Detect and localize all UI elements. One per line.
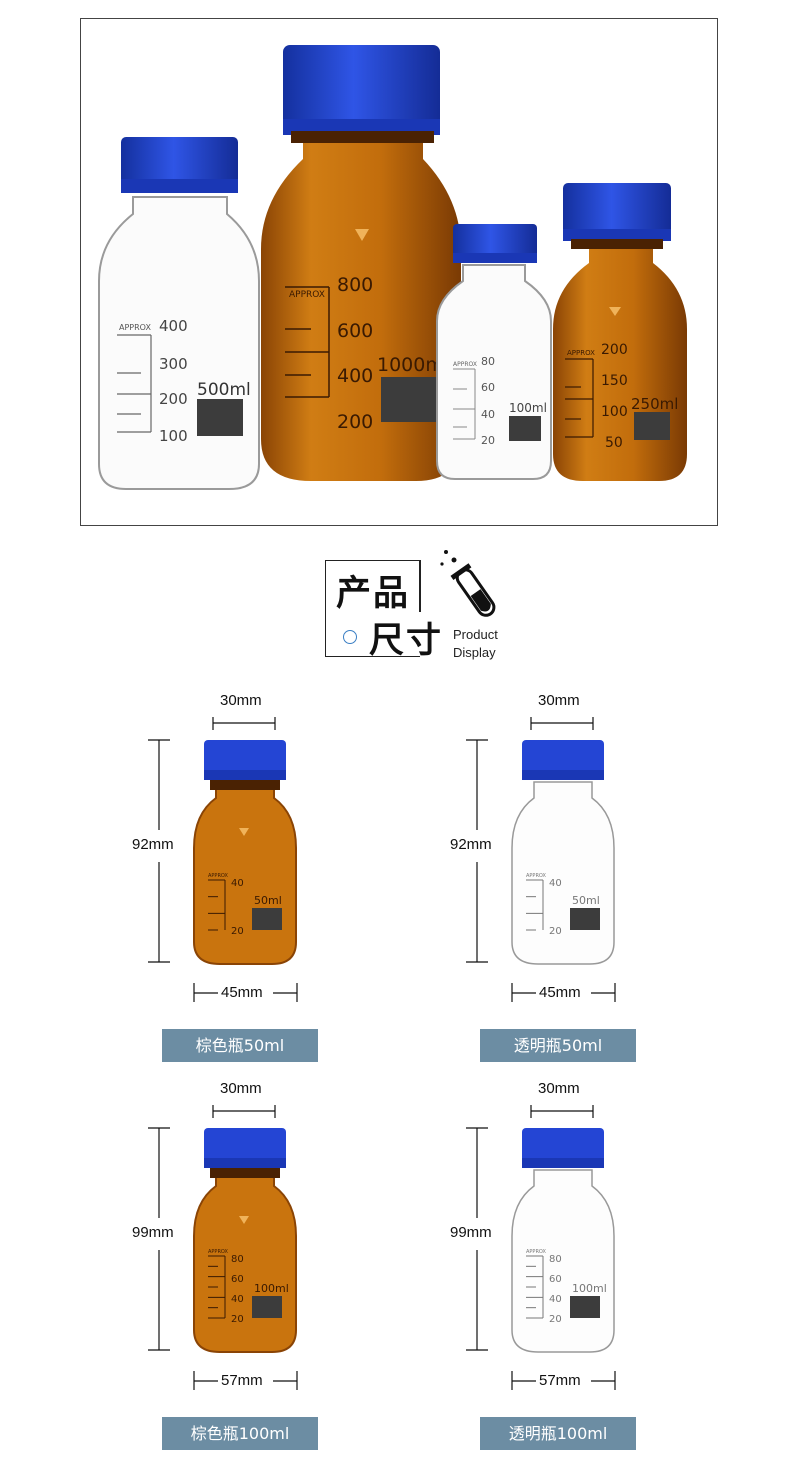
approx-text: APPROX — [526, 1249, 547, 1255]
svg-text:200: 200 — [337, 411, 373, 433]
svg-text:500ml: 500ml — [197, 380, 251, 400]
graduation-label: 20 — [549, 1314, 562, 1325]
body-width-label: 45mm — [539, 984, 581, 1001]
volume-text: 50ml — [572, 894, 600, 907]
svg-text:100ml: 100ml — [509, 401, 547, 415]
graduation-label: 20 — [231, 1314, 244, 1325]
svg-text:APPROX: APPROX — [567, 349, 595, 357]
body-width-label: 57mm — [539, 1372, 581, 1389]
svg-text:40: 40 — [481, 408, 495, 421]
section-heading: 产品 尺寸 Product Display — [322, 546, 522, 666]
dimension-lines — [466, 717, 616, 1002]
dimension-lines — [466, 1105, 616, 1390]
dimension-lines — [148, 717, 298, 1002]
product-label: 棕色瓶100ml — [162, 1417, 318, 1450]
approx-text: APPROX — [208, 1249, 229, 1255]
approx-text: APPROX — [208, 873, 229, 879]
bottle-1000ml-amber: APPROX 800 600 400 200 1000ml — [261, 45, 461, 481]
heading-title-line2: 尺寸 — [369, 621, 444, 661]
circle-icon — [343, 630, 357, 644]
cap-width-label: 30mm — [220, 1080, 262, 1097]
svg-text:100: 100 — [159, 427, 188, 445]
hero-bottles: APPROX 400 300 200 100 500ml APPROX 800 … — [98, 45, 687, 490]
heading-title-line1: 产品 — [336, 574, 411, 614]
test-tube-icon — [440, 550, 496, 617]
svg-text:800: 800 — [337, 274, 373, 296]
graduation-label: 40 — [549, 878, 562, 889]
graduation-label: 40 — [549, 1294, 562, 1305]
product-label: 透明瓶100ml — [480, 1417, 636, 1450]
hero-image: APPROX 400 300 200 100 500ml APPROX 800 … — [80, 18, 718, 526]
heading-frame-divider — [419, 560, 421, 612]
svg-text:400: 400 — [337, 365, 373, 387]
body-width-label: 57mm — [221, 1372, 263, 1389]
graduation-label: 40 — [231, 1294, 244, 1305]
heading-en-line1: Product — [453, 627, 498, 642]
bottle-250ml-amber: APPROX 200 150 100 50 250ml — [553, 183, 687, 481]
volume-text: 50ml — [254, 894, 282, 907]
bottle-500ml-clear: APPROX 400 300 200 100 500ml — [98, 137, 260, 490]
svg-text:60: 60 — [481, 381, 495, 394]
heading-english: Product Display — [453, 626, 498, 662]
svg-text:APPROX: APPROX — [453, 361, 477, 368]
svg-text:300: 300 — [159, 355, 188, 373]
graduation-label: 20 — [231, 926, 244, 937]
heading-en-line2: Display — [453, 645, 496, 660]
svg-text:200: 200 — [601, 342, 628, 358]
graduation-label: 80 — [231, 1254, 244, 1265]
graduation-label: 60 — [231, 1274, 244, 1285]
svg-text:20: 20 — [481, 434, 495, 447]
svg-text:80: 80 — [481, 355, 495, 368]
svg-text:APPROX: APPROX — [119, 323, 151, 332]
cap-width-label: 30mm — [538, 692, 580, 709]
svg-text:200: 200 — [159, 390, 188, 408]
graduation-label: 40 — [231, 878, 244, 889]
svg-text:600: 600 — [337, 320, 373, 342]
svg-text:1000ml: 1000ml — [377, 354, 449, 376]
svg-text:400: 400 — [159, 317, 188, 335]
height-label: 99mm — [450, 1224, 492, 1241]
cap-width-label: 30mm — [220, 692, 262, 709]
svg-text:APPROX: APPROX — [289, 290, 325, 300]
svg-text:100: 100 — [601, 404, 628, 420]
dimension-lines — [148, 1105, 298, 1390]
heading-frame — [325, 560, 420, 657]
volume-text: 100ml — [572, 1282, 607, 1295]
body-width-label: 45mm — [221, 984, 263, 1001]
cap-width-label: 30mm — [538, 1080, 580, 1097]
graduation-label: 60 — [549, 1274, 562, 1285]
height-label: 92mm — [132, 836, 174, 853]
volume-text: 100ml — [254, 1282, 289, 1295]
product-label: 透明瓶50ml — [480, 1029, 636, 1062]
svg-text:150: 150 — [601, 373, 628, 389]
approx-text: APPROX — [526, 873, 547, 879]
bottle-100ml-clear: APPROX 80 60 40 20 100ml — [436, 224, 552, 480]
height-label: 92mm — [450, 836, 492, 853]
height-label: 99mm — [132, 1224, 174, 1241]
graduation-label: 20 — [549, 926, 562, 937]
svg-text:50: 50 — [605, 435, 623, 451]
svg-text:250ml: 250ml — [631, 395, 678, 413]
product-label: 棕色瓶50ml — [162, 1029, 318, 1062]
graduation-label: 80 — [549, 1254, 562, 1265]
